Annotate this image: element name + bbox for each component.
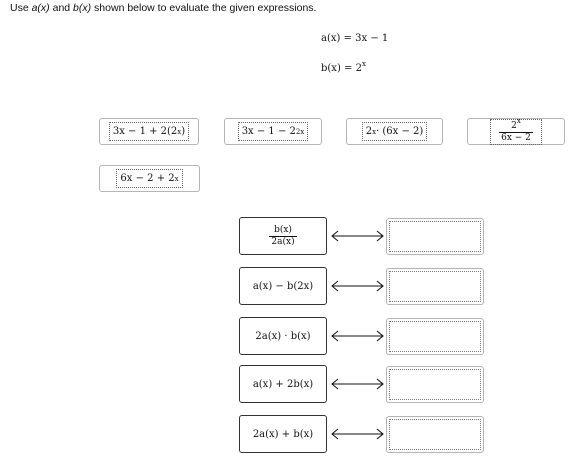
double-arrow-icon — [331, 280, 384, 292]
definition-b: b(x) = 2x — [321, 60, 366, 75]
expression-box-1: b(x) 2a(x) — [239, 217, 327, 255]
double-arrow-icon — [331, 230, 384, 242]
b-function-name: b(x) — [73, 2, 92, 14]
answer-drop-zone-4[interactable] — [386, 366, 484, 403]
answer-drop-zone-5[interactable] — [386, 416, 484, 453]
expression-box-5: 2a(x) + b(x) — [239, 415, 327, 453]
double-arrow-icon — [331, 330, 384, 342]
expression-box-4: a(x) + 2b(x) — [239, 365, 327, 403]
answer-drop-zone-1[interactable] — [386, 218, 484, 255]
answer-drop-zone-2[interactable] — [386, 268, 484, 305]
double-arrow-icon — [331, 428, 384, 440]
definition-a: a(x) = 3x − 1 — [321, 33, 389, 44]
double-arrow-icon — [331, 378, 384, 390]
fraction: b(x) 2a(x) — [269, 224, 297, 247]
a-function-name: a(x) — [31, 2, 50, 14]
instruction-text: Use a(x) and b(x) shown below to evaluat… — [10, 2, 317, 14]
expression-box-2: a(x) − b(2x) — [239, 267, 327, 305]
fraction: 2x 6x − 2 — [499, 116, 533, 143]
answer-tile-4[interactable]: 2x 6x − 2 — [467, 116, 565, 145]
expression-box-3: 2a(x) · b(x) — [239, 317, 327, 355]
answer-drop-zone-3[interactable] — [386, 318, 484, 355]
